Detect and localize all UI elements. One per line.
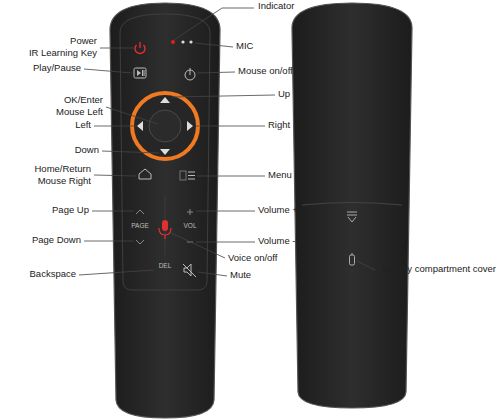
button-label: DEL (159, 262, 172, 269)
callout-label: MIC (236, 41, 253, 52)
callout-label: Right (268, 120, 290, 131)
callout-label: OK/Enter (64, 95, 103, 106)
callout-label: Down (75, 145, 99, 156)
callout-label: Power (70, 36, 97, 47)
callout-label: Play/Pause (33, 63, 81, 74)
callout-label: Up (278, 89, 290, 100)
callout-label: Backspace (30, 269, 76, 280)
callout-label: Left (75, 120, 91, 131)
callout-label: Mouse on/off (238, 66, 293, 77)
callout-label: Indicator (258, 1, 294, 12)
callout-label: Mouse Left (56, 107, 103, 118)
callout-label: Page Up (52, 205, 89, 216)
callout-label: Mouse Right (38, 176, 91, 187)
callout-label: Mute (230, 270, 251, 281)
callout-label: Volume + (258, 205, 298, 216)
button-label: VOL (183, 222, 196, 229)
callout-label: Battery compartment cover (382, 264, 496, 275)
callout-label: Volume - (258, 236, 296, 247)
leader-lines (79, 8, 375, 276)
callout-label: IR Learning Key (29, 48, 97, 59)
callout-label: Menu (268, 170, 292, 181)
button-label: PAGE (131, 222, 149, 229)
callout-label: Voice on/off (228, 253, 277, 264)
callout-label: Home/Return (35, 164, 92, 175)
callout-label: Page Down (32, 235, 81, 246)
